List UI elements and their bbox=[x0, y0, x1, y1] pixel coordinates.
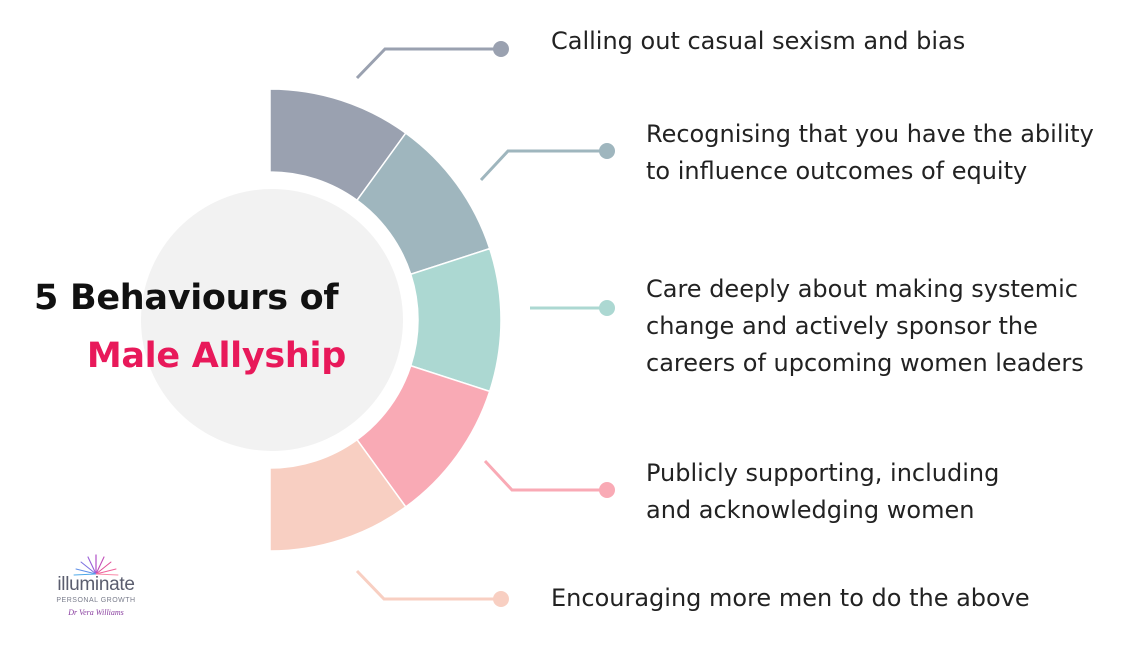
connector-line-5 bbox=[355, 569, 497, 601]
connector-line-1 bbox=[355, 47, 499, 80]
connector-line-4 bbox=[483, 459, 603, 492]
connector-dot-2 bbox=[599, 143, 615, 159]
title-line-1: 5 Behaviours of bbox=[34, 278, 339, 318]
center-circle bbox=[141, 189, 403, 451]
sunburst-icon bbox=[73, 554, 119, 576]
behaviour-3-text: Care deeply about making systemic change… bbox=[646, 275, 1084, 377]
arc-segment-5 bbox=[269, 438, 407, 552]
connector-dot-1 bbox=[493, 41, 509, 57]
title-line-2: Male Allyship bbox=[86, 336, 346, 376]
behaviour-5-text: Encouraging more men to do the above bbox=[551, 584, 1030, 612]
arc-segments bbox=[269, 88, 502, 552]
connector-dot-3 bbox=[599, 300, 615, 316]
logo-signature: Dr Vera Williams bbox=[68, 608, 124, 617]
behaviour-1-text: Calling out casual sexism and bias bbox=[551, 27, 966, 55]
behaviour-2-text: Recognising that you have the ability to… bbox=[646, 120, 1094, 185]
behaviour-4-text: Publicly supporting, including and ackno… bbox=[646, 459, 1000, 524]
connector-lines bbox=[355, 41, 615, 607]
illuminate-logo: illuminate PERSONAL GROWTH Dr Vera Willi… bbox=[44, 552, 148, 622]
logo-wordmark: illuminate bbox=[57, 574, 135, 595]
connector-line-2 bbox=[479, 149, 603, 182]
connector-dot-4 bbox=[599, 482, 615, 498]
logo-tagline: PERSONAL GROWTH bbox=[56, 597, 136, 604]
connector-dot-5 bbox=[493, 591, 509, 607]
